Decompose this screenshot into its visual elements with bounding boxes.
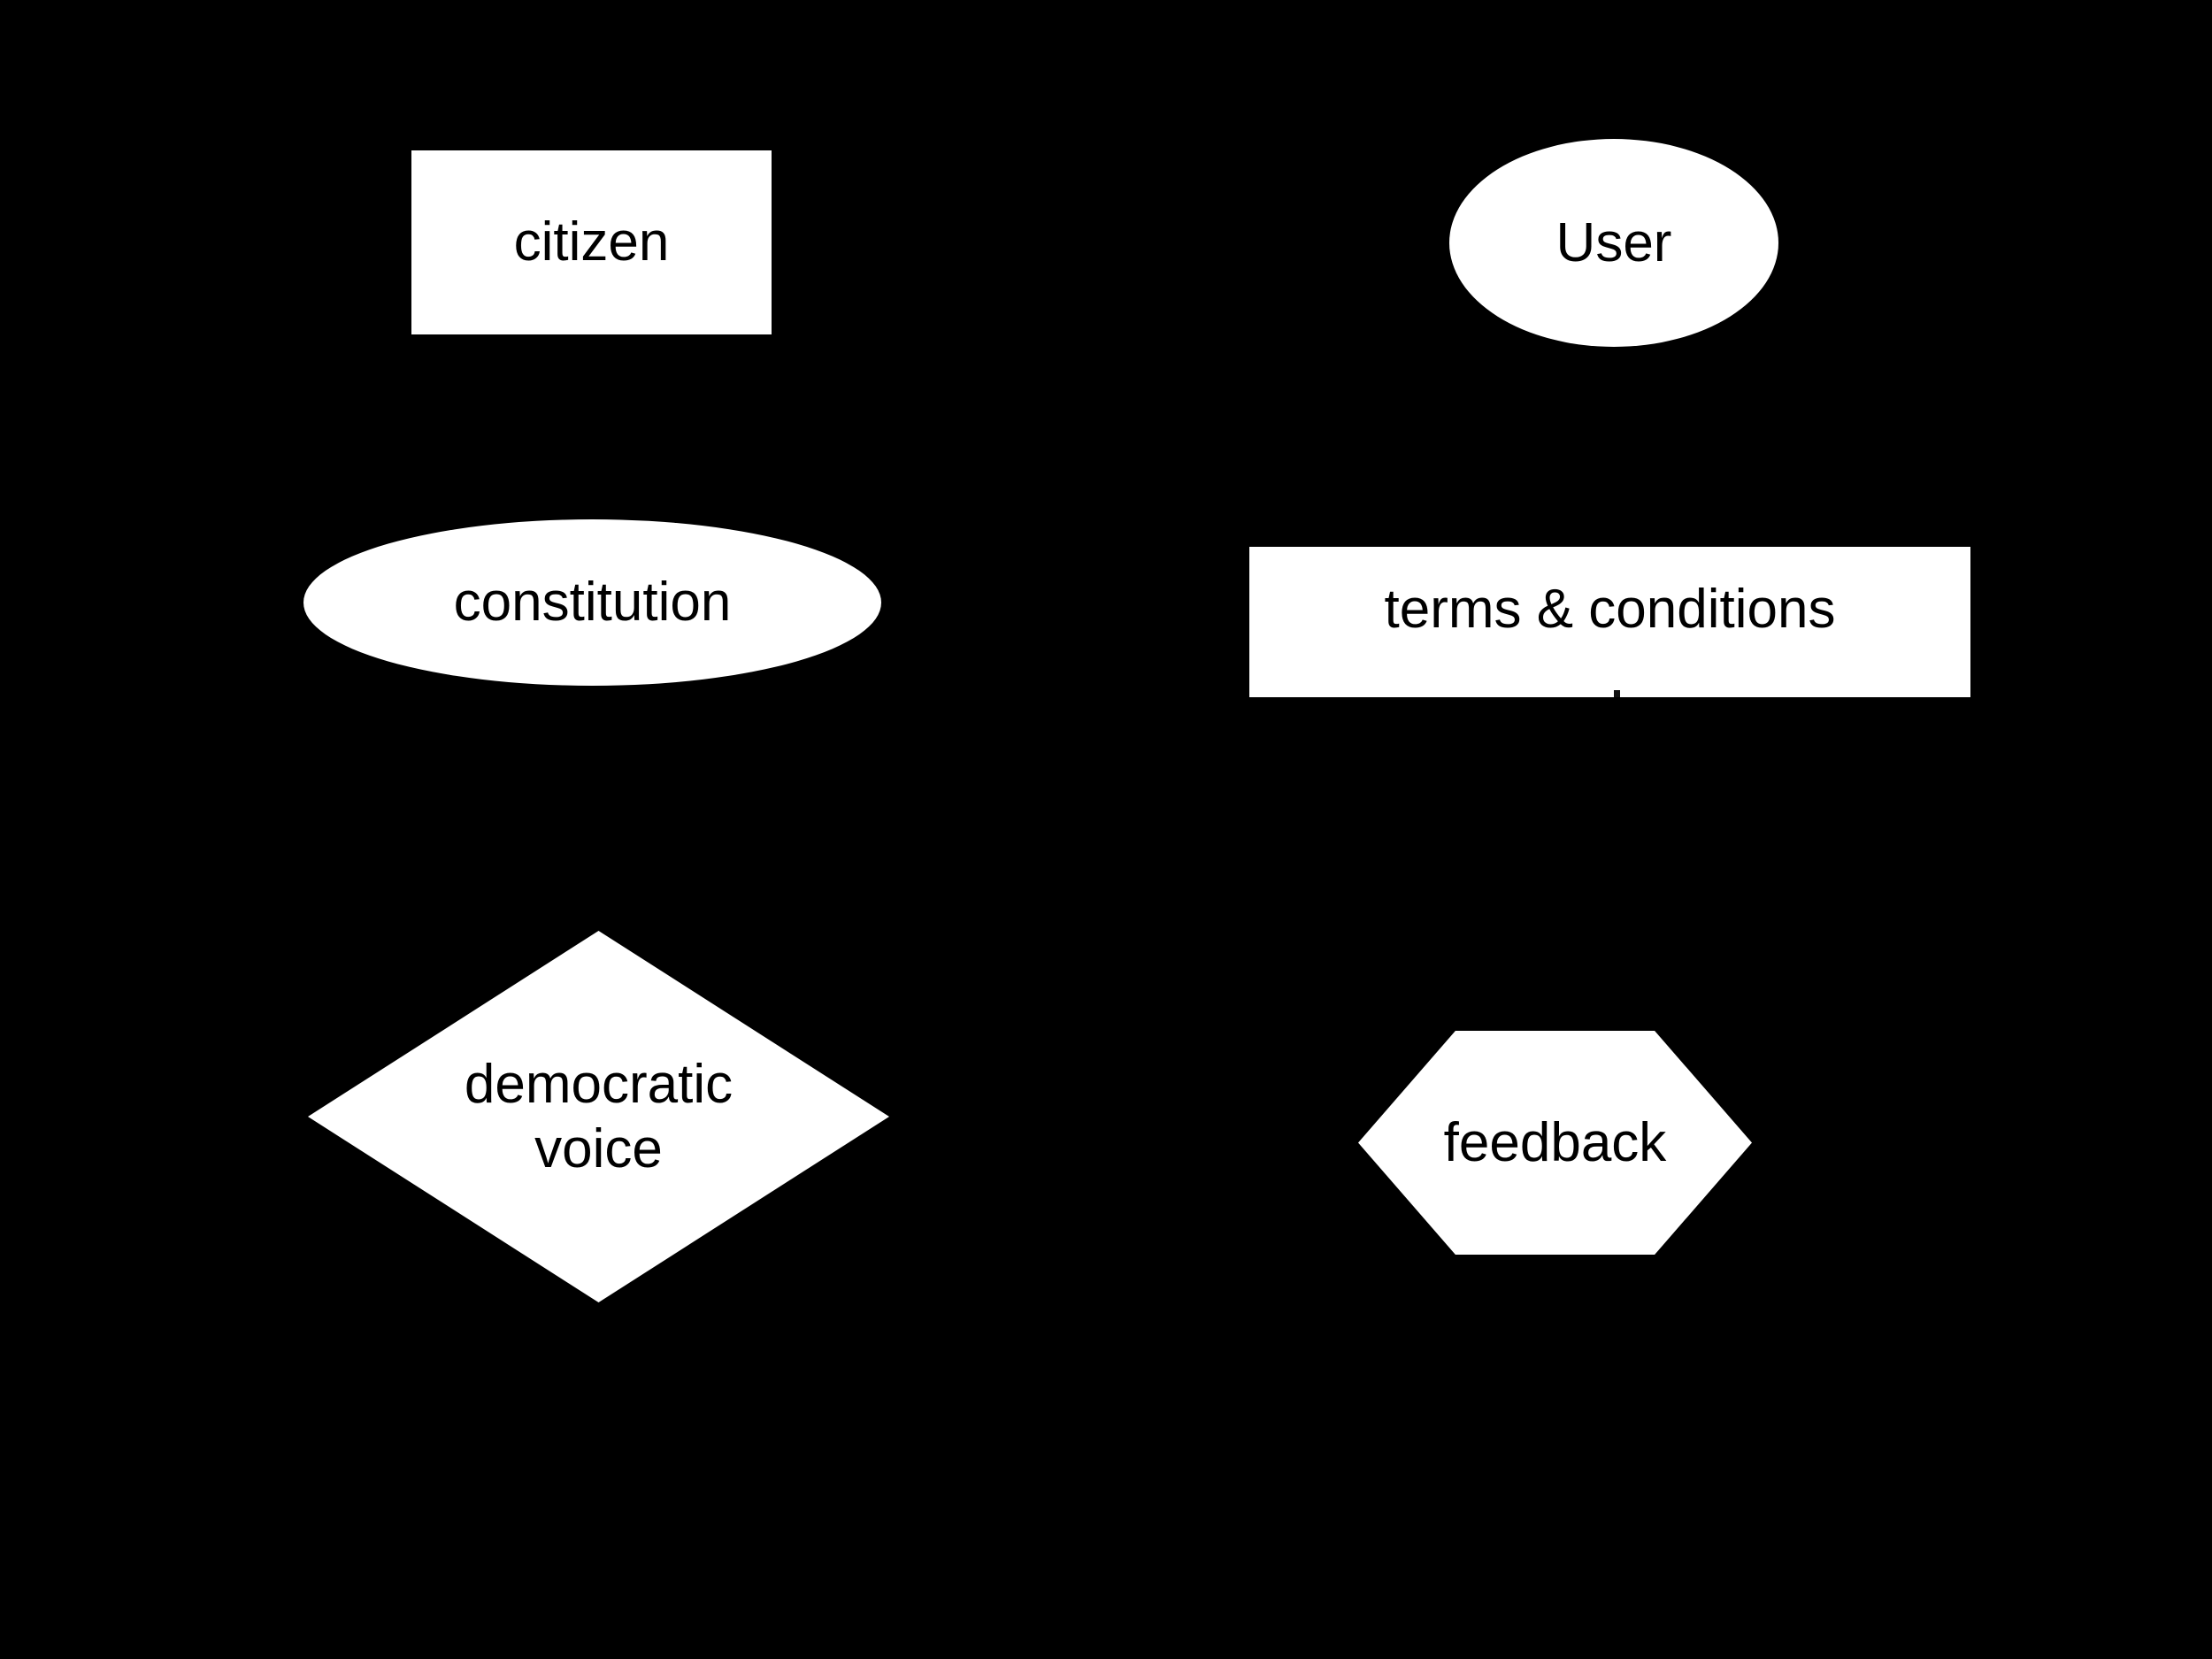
node-citizen-label: citizen: [513, 211, 670, 273]
node-terms-and-conditions-label: terms & conditions: [1384, 579, 1836, 641]
node-democratic-voice-label: democratic voice: [464, 1053, 733, 1179]
node-terms-and-conditions[interactable]: terms & conditions: [1249, 547, 1970, 697]
node-citizen[interactable]: citizen: [411, 150, 772, 334]
clipped-descender-artifact: [1614, 690, 1620, 697]
node-feedback-label: feedback: [1443, 1111, 1667, 1173]
node-constitution-label: constitution: [453, 572, 732, 634]
node-democratic-voice[interactable]: democratic voice: [308, 931, 889, 1302]
node-constitution[interactable]: constitution: [303, 519, 881, 686]
node-user-label: User: [1555, 211, 1672, 273]
node-user[interactable]: User: [1449, 139, 1778, 347]
node-feedback[interactable]: feedback: [1358, 1031, 1752, 1255]
